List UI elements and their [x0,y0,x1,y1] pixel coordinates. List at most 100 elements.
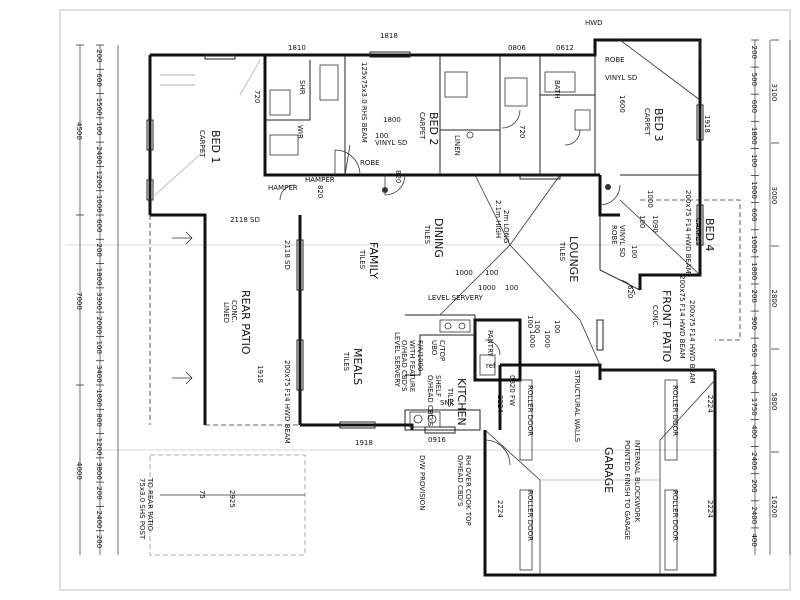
door-swings [279,109,636,466]
door-code: 0916 [428,436,446,444]
room-lounge: LOUNGE [567,236,580,282]
dim-right: 400 [750,425,758,438]
dim-left: 1500 [95,98,103,116]
room-bed3-finish: CARPET [643,108,651,136]
note-ohead-cbds-1: O/HEAD CBD'S [400,340,408,392]
dimensions-misc: 100 1000 100 100 1000 100 100 100 1000 1… [478,190,654,348]
note-ohead-cook-1: O/HEAD CBD'S [456,455,464,507]
door-code: 1818 [380,32,398,40]
dimension-lines [65,40,791,555]
fixtures [160,64,678,571]
dim-left: 1000 [95,195,103,213]
door-code: 0820 FW [508,375,516,406]
door-code: 1090 [651,215,659,233]
dim-right: 400 [750,371,758,384]
dim-left: 2400 [95,146,103,164]
room-bed2: BED 2 [427,112,440,145]
note-vinyl-sd-3: VINYL SD [618,225,626,257]
door-code: 1810 [288,44,306,52]
room-rear-patio: REAR PATIO [239,290,252,355]
note-beam-bed4: 200x75 F14 HWD BEAM [684,190,692,274]
dim-left: 1800 [95,389,103,407]
note-ctop: C/TOP [438,340,446,361]
dim-misc: 100 [505,284,518,292]
dim-left: 3300 [95,292,103,310]
room-linen: LINEN [453,135,461,156]
note-roller-door-4: ROLLER DOOR [526,385,534,436]
room-dining: DINING [432,218,445,258]
room-bed2-finish: CARPET [418,112,426,140]
note-ubo: UBO [430,340,438,356]
dim-right-outer: 3100 [770,84,778,102]
dim-left: 1200 [95,438,103,456]
door-code: 1800 [383,116,401,124]
room-bed4: BED 4 [703,218,716,251]
room-bed3: BED 3 [652,108,665,141]
note-structural-walls: STRUCTURAL WALLS [573,370,581,443]
dim-right: 200 [750,479,758,492]
room-dining-finish: TILES [423,224,431,245]
dim-left: 200 [95,535,103,548]
note-roller-door-3: ROLLER DOOR [671,385,679,436]
note-beam-bed2: 125x75x3.0 RHS BEAM [360,62,368,143]
windows [146,51,704,434]
door-code: 1600 [618,95,626,113]
note-beam-front-2: 200x75 F14 HWD BEAM [688,300,696,384]
door-code: 1918 [703,115,711,133]
room-garage: GARAGE [602,447,615,493]
dim-right: 100 [750,154,758,167]
dim-right: 1000 [750,235,758,253]
dim-right-outer: 5800 [770,393,778,411]
note-ohead-cook-2: RH OVER COOK TOP [464,455,472,526]
note-garage-finish-1: POINTED FINISH TO GARAGE [623,440,631,540]
room-bed1: BED 1 [209,130,222,163]
arrow-icons [172,231,193,385]
door-code: 820 [394,170,402,183]
room-front-patio-finish: CONC. [651,305,659,328]
dim-misc: 100 [526,315,534,328]
door-code: 2118 SD [283,240,291,270]
door-code: 2224 [496,395,504,413]
room-hamper-1: HAMPER [268,184,298,192]
door-code: 1000 [528,330,536,348]
note-beam-rear: 200x75 F14 HWD BEAM [283,360,291,444]
note-ohead-cbds-2: WITH FEATURE [408,340,416,392]
dim-left: 800 [95,413,103,426]
note-roller-door-1: ROLLER DOOR [526,490,534,541]
dim-left: 3800 [95,462,103,480]
door-codes: 1818 1810 2118 SD 2118 SD 0806 0612 820 … [230,32,714,518]
dim-right: 200 [750,46,758,59]
dim-right: 1750 [750,398,758,416]
dim-left: 600 [95,219,103,232]
dim-bottom: 2925 [228,490,236,508]
note-level-servery-2: LEVEL SERVERY [393,332,401,388]
dim-left: 200 [95,243,103,256]
dim-left: 2400 [95,511,103,529]
door-code: 0806 [508,44,526,52]
dim-misc: 100 [638,215,646,228]
room-lounge-finish: TILES [558,241,566,262]
note-garage-finish-2: INTERNAL BLOCKWORK [633,440,641,522]
note-roller-door-2: ROLLER DOOR [671,490,679,541]
door-code: 620 [626,285,634,298]
dim-right: 500 [750,73,758,86]
dim-right: 1800 [750,127,758,145]
roof-hip-lines [154,39,716,575]
dim-right: 600 [750,100,758,113]
room-kitchen: KITCHEN [455,378,468,426]
note-robe-3: ROBE [610,225,618,245]
note-ohead-shelf-1: O/HEAD CBD'S [426,375,434,427]
dim-misc: 100 [533,320,541,333]
dim-misc: 100 [485,269,498,277]
note-vinyl-sd-1: VINYL SD [375,139,407,147]
dim-left: 600 [95,73,103,86]
dim-left: 2000 [95,316,103,334]
door-code: 100 [375,132,388,140]
room-wir: WIR [296,125,304,139]
dim-right-outer: 3000 [770,187,778,205]
door-code: 720 [518,125,526,138]
dim-left: 1800 [95,268,103,286]
dim-right: 900 [750,317,758,330]
door-code: 2224 [496,500,504,518]
